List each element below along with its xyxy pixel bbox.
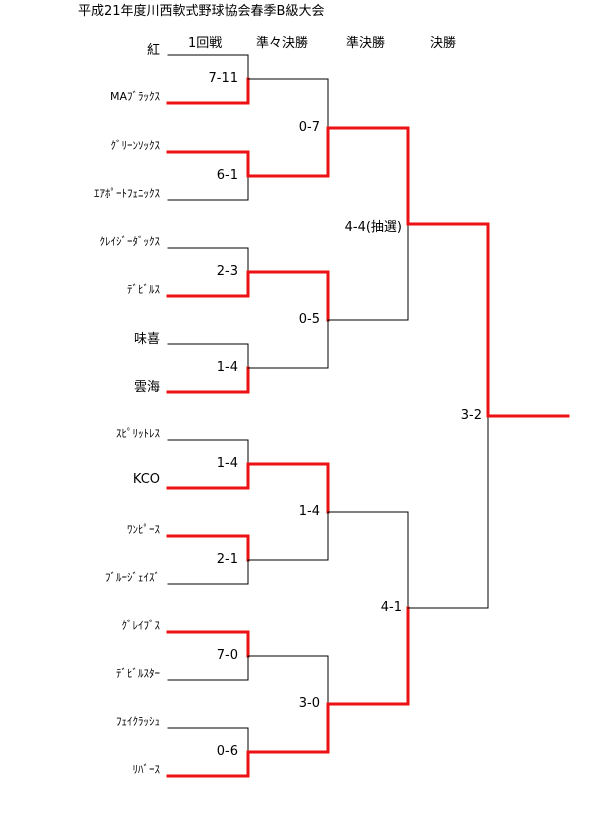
team-name-13: ﾃﾞﾋﾞﾙｽﾀｰ: [116, 667, 160, 680]
r1-score-6: 7-0: [216, 648, 238, 663]
r1-score-7: 0-6: [216, 744, 238, 759]
team-name-2: ｸﾞﾘｰﾝｿｯｸｽ: [110, 139, 161, 152]
team-name-6: 味喜: [133, 332, 160, 347]
r1-score-2: 2-3: [216, 264, 238, 279]
team-name-10: ﾜﾝﾋﾟｰｽ: [127, 523, 160, 536]
tournament-title: 平成21年度川西軟式野球協会春季B級大会: [78, 4, 325, 19]
qf-score-2: 1-4: [298, 504, 320, 519]
qf-score-3: 3-0: [298, 696, 320, 711]
sf-score-0: 4-4(抽選): [344, 220, 402, 235]
r1-score-5: 2-1: [216, 552, 238, 567]
team-name-14: ﾌｪｲｸﾗｯｼｭ: [116, 715, 160, 728]
qf-score-0: 0-7: [298, 120, 320, 135]
r1-score-3: 1-4: [216, 360, 238, 375]
team-name-3: ｴｱﾎﾟｰﾄﾌｪﾆｯｸｽ: [94, 187, 160, 200]
team-name-9: KCO: [132, 472, 160, 487]
team-name-4: ｸﾚｲｼﾞｰﾀﾞｯｸｽ: [99, 235, 161, 248]
team-name-5: ﾃﾞﾋﾞﾙｽ: [127, 283, 160, 296]
round-header-semifinal: 準決勝: [346, 36, 386, 51]
round-header-quarterfinal: 準々決勝: [256, 36, 309, 51]
r1-score-1: 6-1: [216, 168, 238, 183]
team-name-8: ｽﾋﾟﾘｯﾄﾚｽ: [116, 427, 160, 440]
team-name-1: MAﾌﾞﾗｯｸｽ: [109, 90, 160, 103]
r1-score-4: 1-4: [216, 456, 238, 471]
final-score: 3-2: [460, 408, 482, 423]
team-name-0: 紅: [146, 43, 160, 58]
team-name-15: ﾘﾊﾞｰｽ: [132, 763, 161, 776]
r1-score-0: 7-11: [208, 71, 238, 86]
team-name-12: ｸﾞﾚｲﾌﾞｽ: [121, 619, 161, 632]
qf-score-1: 0-5: [298, 312, 320, 327]
round-header-first: 1回戦: [188, 36, 223, 51]
sf-score-1: 4-1: [380, 600, 402, 615]
team-name-11: ﾌﾞﾙｰｼﾞｪｲｽﾞ: [105, 571, 160, 584]
team-name-7: 雲海: [133, 380, 160, 395]
round-header-final: 決勝: [430, 36, 457, 51]
